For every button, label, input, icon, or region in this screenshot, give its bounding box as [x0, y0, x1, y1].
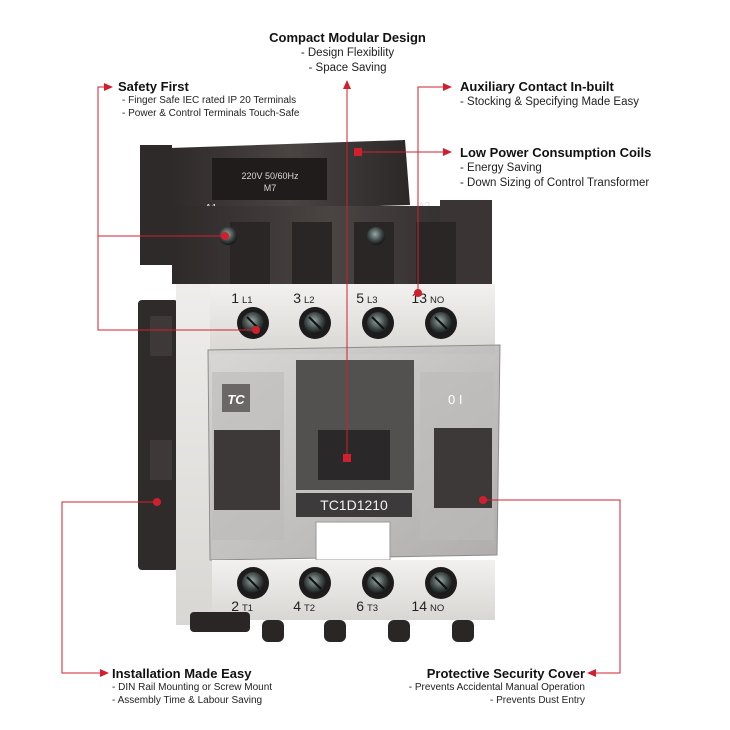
model-number: TC1D1210 [320, 497, 388, 513]
bottom-terminal-number: 6 [356, 598, 364, 614]
annotation-point: Design Flexibility [240, 46, 455, 60]
contactor-body: 220V 50/60Hz M7 A1 A2 TC 0 I TC1D [138, 140, 501, 642]
annotation-point: DIN Rail Mounting or Screw Mount [112, 682, 372, 695]
annotation-title: Safety First [118, 79, 189, 94]
annotation-point: Space Saving [240, 61, 455, 75]
bottom-screw-slot [434, 576, 448, 590]
brand-badge [222, 384, 250, 412]
top-terminal-label: NO [430, 295, 444, 306]
coil-label-line1: 220V 50/60Hz [241, 171, 299, 181]
annotation-protective-cover: Protective Security Cover Prevents Accid… [355, 666, 585, 707]
annotation-title: Installation Made Easy [112, 666, 252, 681]
leader-cover [483, 499, 621, 674]
annotation-title: Protective Security Cover [426, 666, 585, 681]
coil-label-line2: M7 [264, 183, 277, 193]
top-screw-slot [371, 316, 385, 330]
bottom-terminal-number: 4 [293, 598, 301, 614]
top-terminal-label: L3 [367, 295, 378, 306]
leader-installation [61, 501, 157, 674]
top-terminal-label: L1 [242, 295, 253, 306]
annotation-point: Down Sizing of Control Transformer [460, 176, 725, 190]
bottom-terminal-label: T2 [304, 603, 315, 614]
annotation-point: Finger Safe IEC rated IP 20 Terminals [122, 95, 358, 108]
bottom-terminal-number: 14 [411, 598, 427, 614]
annotation-point: Stocking & Specifying Made Easy [460, 95, 720, 109]
label-window [315, 521, 391, 561]
annotation-point: Energy Saving [460, 161, 725, 175]
annotation-low-power-coils: Low Power Consumption Coils Energy Savin… [460, 145, 725, 190]
annotation-title: Compact Modular Design [269, 30, 426, 45]
bottom-terminal-label: T3 [367, 603, 378, 614]
top-terminal-number: 1 [231, 290, 239, 306]
leader-auxiliary [417, 86, 448, 293]
annotation-point: Prevents Accidental Manual Operation [355, 682, 585, 695]
bottom-screw-slot [308, 576, 322, 590]
top-screw-slot [308, 316, 322, 330]
annotation-point: Assembly Time & Labour Saving [112, 695, 372, 708]
annotation-auxiliary-contact: Auxiliary Contact In-built Stocking & Sp… [460, 79, 720, 110]
bottom-terminal-label: T1 [242, 603, 253, 614]
window-indicator: 0 I [448, 392, 462, 407]
bottom-screw-slot [246, 576, 260, 590]
top-terminal-label: L2 [304, 295, 315, 306]
brand-mark: TC [227, 392, 245, 407]
bottom-terminal-label: NO [430, 603, 444, 614]
annotation-installation: Installation Made Easy DIN Rail Mounting… [112, 666, 372, 707]
annotation-point: Power & Control Terminals Touch-Safe [122, 108, 358, 121]
annotation-title: Auxiliary Contact In-built [460, 79, 614, 94]
bottom-terminal-number: 2 [231, 598, 239, 614]
annotation-safety-first: Safety First Finger Safe IEC rated IP 20… [118, 79, 358, 120]
annotation-compact-design: Compact Modular Design Design Flexibilit… [240, 30, 455, 75]
leader-safety-1 [97, 86, 255, 331]
top-terminal-number: 3 [293, 290, 301, 306]
top-terminal-number: 5 [356, 290, 364, 306]
annotation-title: Low Power Consumption Coils [460, 145, 652, 160]
annotation-point: Prevents Dust Entry [355, 695, 585, 708]
leader-markers [100, 80, 596, 677]
top-screw-slot [434, 316, 448, 330]
bottom-screw-slot [371, 576, 385, 590]
